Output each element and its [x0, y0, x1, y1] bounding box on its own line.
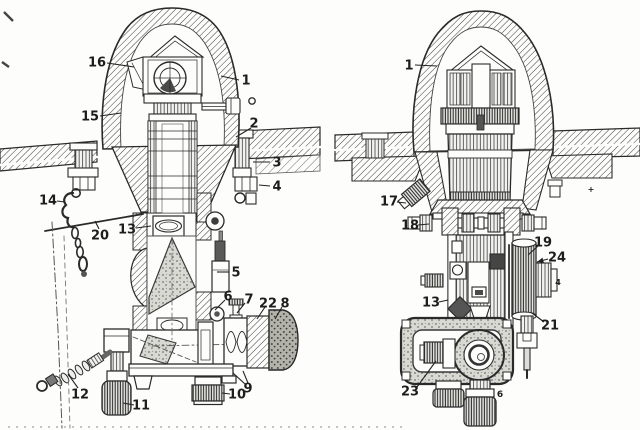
leader-line-13 — [135, 225, 152, 229]
callout-label-1: 1 — [241, 74, 250, 89]
callout-label-10: 10 — [228, 388, 246, 403]
callout-label-5: 5 — [231, 266, 240, 281]
callout-label-19: 19 — [534, 236, 552, 251]
callout-label-22: 22 — [259, 297, 277, 312]
stray-ring-mark — [248, 97, 256, 105]
right-view — [333, 10, 640, 427]
flexible-cable — [36, 349, 113, 392]
centerlines — [51, 221, 71, 429]
leader-line-7 — [236, 302, 246, 314]
leader-line-21 — [531, 312, 545, 323]
leader-line-2 — [235, 127, 252, 138]
drain-plug-17 — [397, 178, 431, 210]
prism-housing — [130, 192, 230, 334]
callout-label-1: 1 — [404, 59, 413, 74]
callout-label-11: 11 — [132, 399, 150, 414]
callout-label-4: 4 — [272, 180, 281, 195]
callout-label-9: 9 — [243, 382, 252, 397]
bolted-flange-joint-18 — [407, 207, 547, 236]
leader-line-9 — [232, 372, 246, 385]
leader-line-9 — [242, 370, 249, 384]
callout-label-13: 13 — [118, 223, 136, 238]
callout-label-14: 14 — [39, 194, 57, 209]
leader-line-18 — [417, 223, 430, 226]
gear-drive-19-24-21 — [504, 231, 558, 379]
leader-line-1 — [414, 64, 438, 67]
leader-line-15 — [99, 112, 122, 117]
head-prism-assembly — [126, 35, 241, 122]
callout-label-7: 7 — [244, 293, 253, 308]
leader-arrowhead — [537, 257, 544, 263]
stray-glyph-mark: 6 — [497, 390, 503, 400]
callout-label-15: 15 — [81, 110, 99, 125]
leader-line-14 — [56, 200, 66, 203]
callout-label-18: 18 — [401, 219, 419, 234]
leader-line-6 — [214, 299, 226, 311]
callout-label-17: 17 — [380, 195, 398, 210]
main-tube — [147, 120, 198, 237]
chain-and-hook — [44, 191, 144, 277]
callout-label-23: 23 — [401, 385, 419, 400]
eyepiece-frame-front — [399, 316, 515, 386]
leader-line-11 — [122, 402, 135, 406]
body-below-deck — [420, 234, 513, 322]
scan-speck — [1, 61, 10, 68]
leader-line-20 — [94, 220, 100, 230]
leader-line-16 — [106, 62, 135, 68]
left-view — [0, 7, 322, 429]
leader-line-22 — [256, 306, 266, 320]
bottom-knobs-front — [432, 379, 497, 427]
callout-label-20: 20 — [91, 229, 109, 244]
leader-line-12 — [67, 373, 79, 389]
callout-label-24: 24 — [548, 251, 566, 266]
leader-line-13 — [438, 299, 449, 303]
leader-line-4 — [258, 184, 271, 187]
callout-label-12: 12 — [71, 388, 89, 403]
callout-label-3: 3 — [272, 156, 281, 171]
leader-line-10 — [221, 392, 231, 395]
callout-label-21: 21 — [541, 319, 559, 334]
deck-plating-right-view — [333, 127, 640, 198]
base-and-knobs — [101, 328, 237, 416]
callout-label-2: 2 — [249, 117, 258, 132]
scan-speck — [3, 11, 14, 22]
callout-label-13: 13 — [422, 296, 440, 311]
stray-glyph-mark: + — [588, 185, 595, 194]
periscope-head-front — [428, 45, 532, 215]
leader-line-23 — [416, 360, 437, 388]
callout-label-8: 8 — [280, 297, 289, 312]
stray-glyph-mark: 4 — [555, 278, 561, 287]
leader-line-8 — [274, 306, 283, 320]
leader-line-17 — [396, 201, 407, 204]
callout-label-16: 16 — [88, 56, 106, 71]
leader-line-1 — [220, 75, 240, 81]
leader-line-19 — [527, 245, 539, 256]
lanyard-rod — [44, 213, 144, 232]
callout-label-6: 6 — [223, 290, 232, 305]
